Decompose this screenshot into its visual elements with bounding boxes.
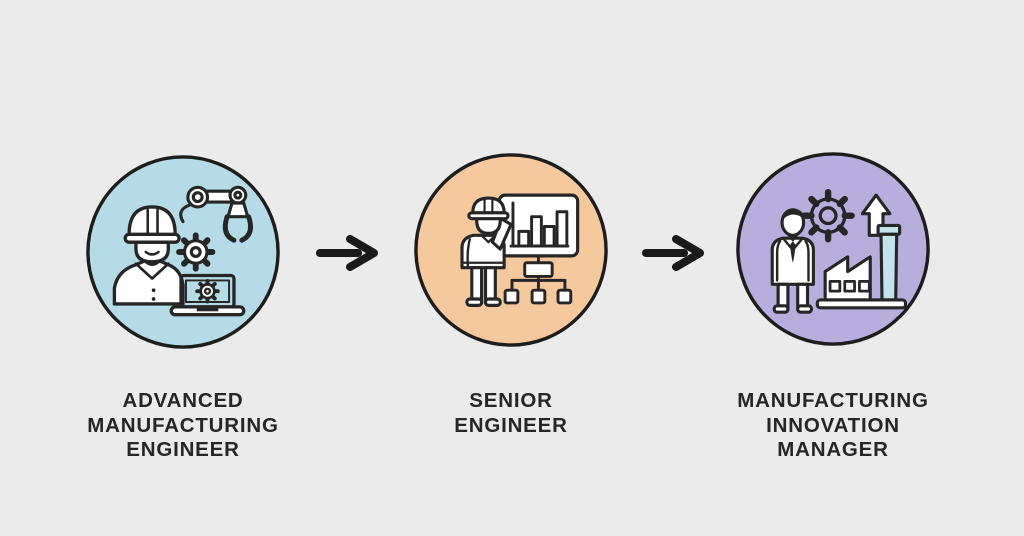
label-line: INNOVATION — [766, 413, 900, 437]
presentation-bar-chart-icon — [497, 193, 580, 258]
label-line: MANUFACTURING — [87, 413, 279, 437]
hair — [782, 208, 805, 222]
right-arrow-icon — [316, 235, 378, 271]
factory-base — [815, 298, 908, 310]
label-line: MANUFACTURING — [737, 389, 929, 412]
manager-person — [770, 208, 815, 314]
engineer-person — [112, 205, 185, 306]
label-line: ADVANCED — [122, 389, 244, 412]
stage-circle-senior-engineer — [414, 153, 608, 347]
label-line: ENGINEER — [454, 413, 568, 437]
gear-icon — [176, 232, 216, 272]
hard-hat-icon — [471, 196, 506, 215]
right-arrow-icon — [642, 235, 704, 271]
stage-label-manufacturing-innovation-manager: MANUFACTURING INNOVATION MANAGER — [673, 389, 993, 463]
stage-label-senior-engineer: SENIOR ENGINEER — [351, 389, 671, 438]
stage-circle-background — [736, 152, 930, 346]
flow-arrow-1 — [316, 235, 378, 271]
stage-circle-advanced-manufacturing-engineer — [86, 155, 280, 349]
gear-icon — [801, 188, 855, 243]
label-line: ENGINEER — [126, 438, 240, 461]
laptop-icon — [169, 273, 246, 317]
hard-hat-icon — [127, 205, 177, 237]
label-line: MANAGER — [777, 438, 889, 461]
org-tree-icon — [503, 254, 573, 305]
factory-icon — [815, 223, 908, 310]
flow-arrow-2 — [642, 235, 704, 271]
presenting-engineer-person — [460, 196, 513, 307]
robot-arm-icon — [179, 185, 253, 243]
label-line: SENIOR — [469, 389, 553, 412]
stage-label-advanced-manufacturing-engineer: ADVANCED MANUFACTURING ENGINEER — [23, 389, 343, 463]
chimney — [879, 232, 899, 302]
tie-icon — [789, 241, 796, 263]
stage-circle-manufacturing-innovation-manager — [736, 152, 930, 346]
